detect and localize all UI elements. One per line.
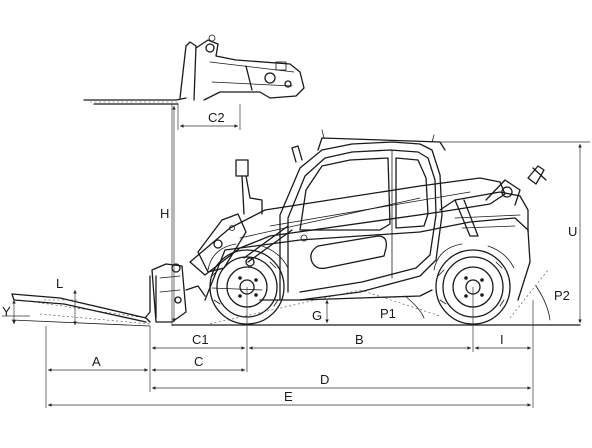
label-y: Y: [2, 304, 11, 319]
label-e: E: [284, 389, 293, 404]
fork-carriage-raised: [83, 34, 305, 105]
telehandler-machine: [11, 34, 581, 327]
label-p1: P1: [380, 306, 396, 321]
forks-lowered: [11, 293, 151, 327]
fork-carriage-lowered: [144, 263, 206, 323]
label-c1: C1: [192, 332, 209, 347]
front-wheel: [207, 243, 289, 325]
rear-wheel: [433, 243, 515, 325]
label-h: H: [160, 206, 169, 221]
label-p2: P2: [554, 288, 570, 303]
label-c: C: [194, 354, 203, 369]
label-i: I: [500, 332, 504, 347]
label-l: L: [56, 276, 63, 291]
label-g: G: [312, 308, 322, 323]
label-a: A: [92, 354, 101, 369]
cab: [279, 129, 446, 301]
dimension-lines: [2, 104, 590, 408]
label-d: D: [320, 372, 329, 387]
label-c2: C2: [208, 110, 225, 125]
dimension-labels: C2 H U G P1 P2 L Y C1 B I A C D E: [2, 110, 577, 404]
label-u: U: [568, 224, 577, 239]
telescopic-boom: [189, 159, 506, 276]
label-b: B: [355, 332, 364, 347]
